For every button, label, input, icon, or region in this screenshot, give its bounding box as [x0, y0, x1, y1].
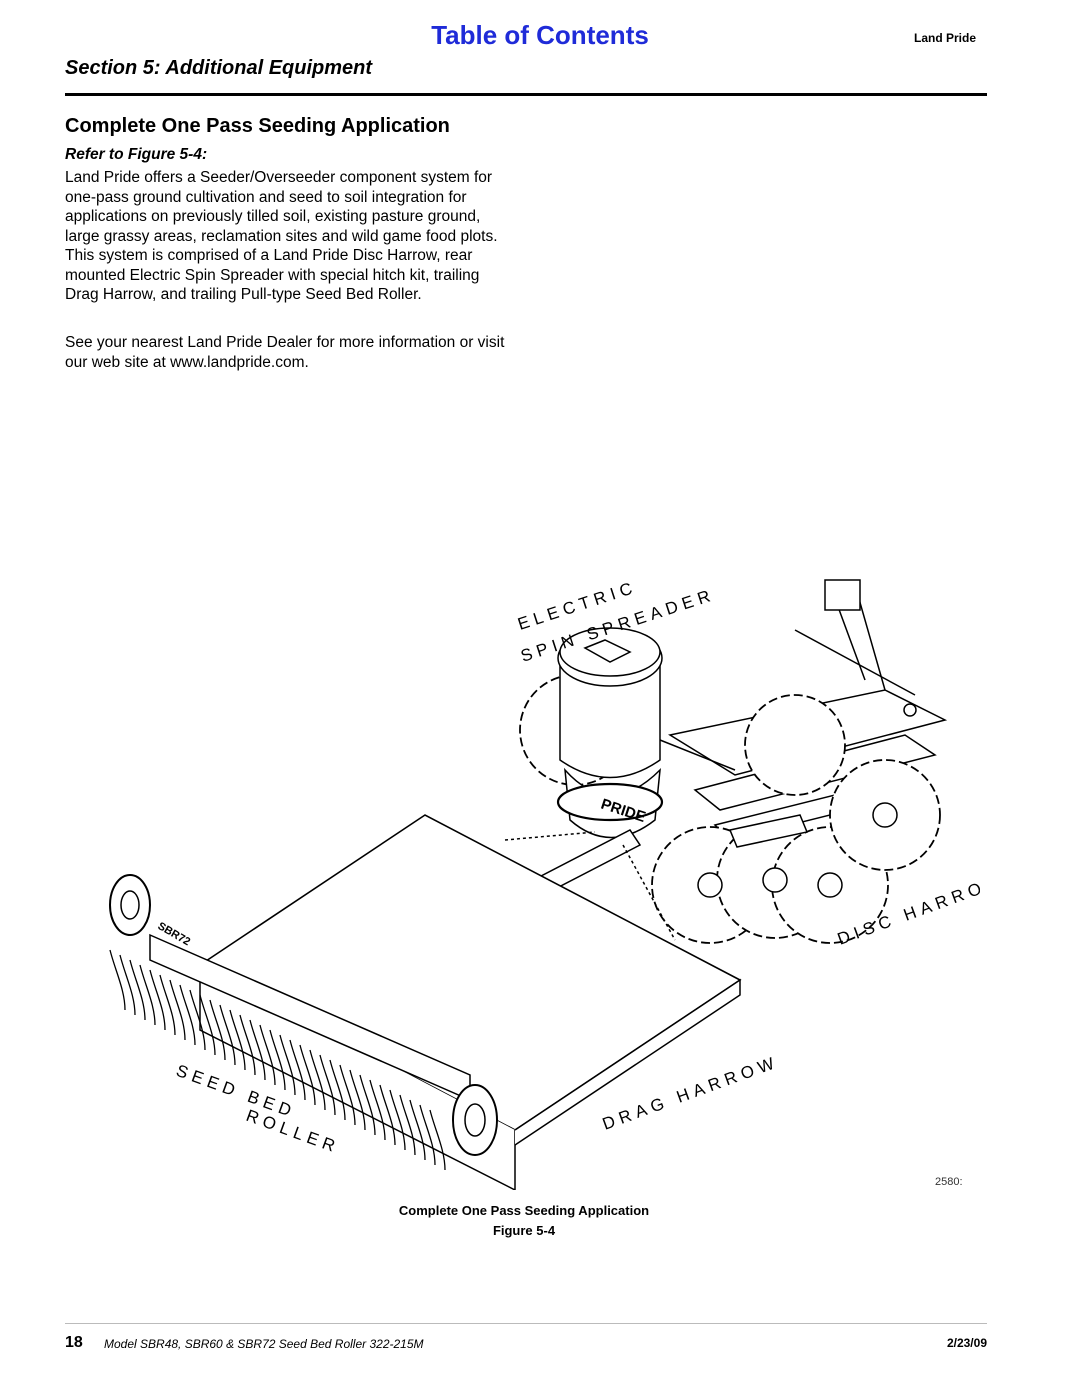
section-title: Section 5: Additional Equipment: [65, 57, 373, 79]
table-of-contents-link[interactable]: Table of Contents: [431, 20, 649, 50]
figure-caption-number: Figure 5-4: [492, 1223, 556, 1238]
dealer-paragraph: See your nearest Land Pride Dealer for m…: [65, 334, 505, 371]
page-heading: Complete One Pass Seeding Application: [65, 115, 450, 137]
figure-caption-title: Complete One Pass Seeding Application: [398, 1203, 650, 1218]
brand-name: Land Pride: [913, 31, 976, 45]
equipment-illustration: PRIDE SBR: [109, 577, 980, 1190]
footer-date: 2/23/09: [946, 1336, 987, 1350]
page-number: 18: [65, 1334, 83, 1351]
spin-spreader: PRIDE: [556, 627, 736, 839]
figure-id: 2580:: [935, 1176, 963, 1188]
refer-to-figure: Refer to Figure 5-4:: [65, 146, 208, 163]
intro-paragraph: Land Pride offers a Seeder/Overseeder co…: [65, 169, 498, 303]
drag-harrow: [198, 814, 742, 1190]
footer-divider: [65, 1323, 987, 1324]
header-divider: [65, 93, 987, 96]
footer-model: Model SBR48, SBR60 & SBR72 Seed Bed Roll…: [104, 1337, 424, 1351]
